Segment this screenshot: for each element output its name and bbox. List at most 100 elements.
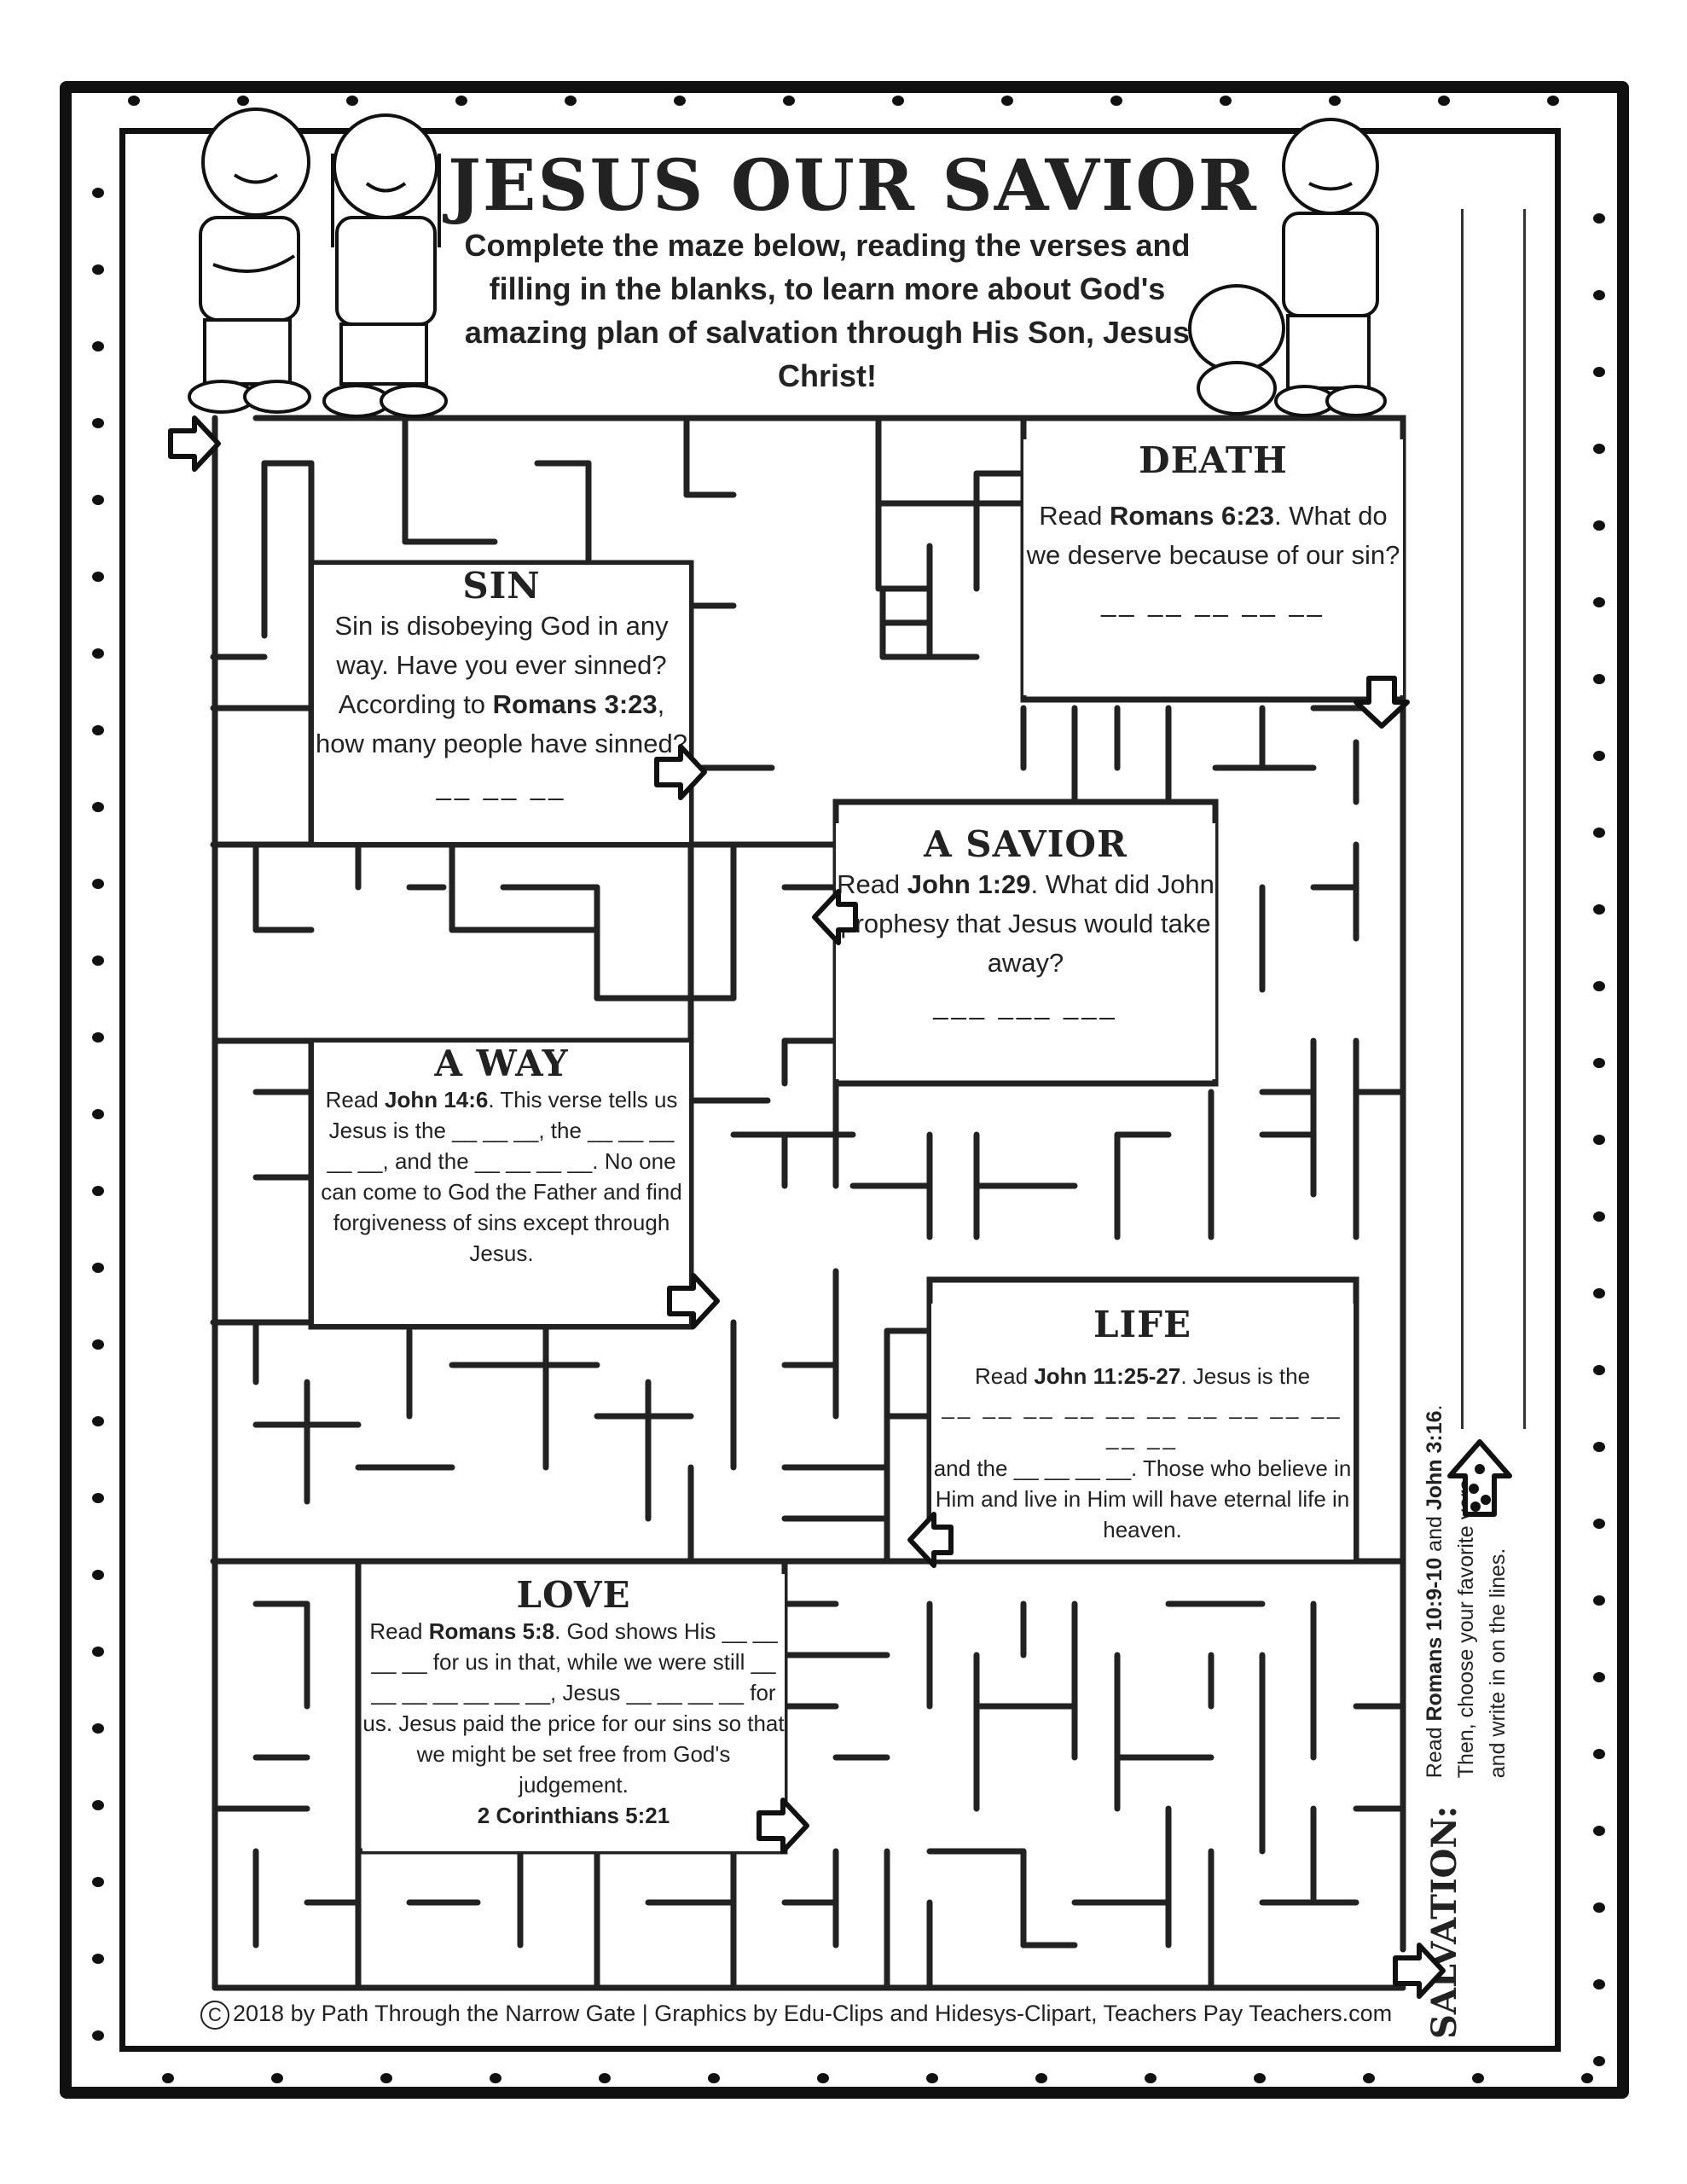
border-dot: [92, 956, 104, 966]
border-dot: [92, 495, 104, 505]
border-dot: [92, 341, 104, 351]
border-dot: [1593, 1442, 1605, 1452]
border-dot: [1593, 751, 1605, 761]
life-blank[interactable]: __ __ __ __ __ __ __ __ __ __ __ __: [942, 1394, 1343, 1450]
salvation-answer-line-2[interactable]: [1523, 209, 1526, 1429]
border-dot: [92, 1877, 104, 1887]
death-text-post: . What do we deserve because of our sin?: [1026, 501, 1400, 570]
border-dot: [674, 96, 686, 106]
footer-text: 2018 by Path Through the Narrow Gate | G…: [233, 2001, 1393, 2027]
savior-box: A SAVIOR Read John 1:29. What did John p…: [836, 823, 1215, 1079]
border-dot: [599, 2073, 611, 2083]
border-dot: [92, 1647, 104, 1657]
border-dot: [1593, 2056, 1605, 2066]
border-dot: [92, 418, 104, 428]
border-dot: [708, 2073, 720, 2083]
border-dot: [926, 2073, 938, 2083]
border-dot: [1593, 213, 1605, 224]
border-dot: [1145, 2073, 1157, 2083]
border-dot: [92, 725, 104, 735]
border-dot: [92, 2030, 104, 2041]
border-dot: [92, 1800, 104, 1810]
border-dot: [783, 96, 795, 106]
border-dot: [1593, 597, 1605, 607]
page-title: JESUS OUR SAVIOR: [448, 145, 1258, 227]
sin-text-post: , how many people have sinned?: [315, 689, 688, 758]
death-ref: Romans 6:23: [1110, 501, 1274, 531]
border-dot: [92, 879, 104, 889]
border-dot: [1593, 290, 1605, 300]
border-dot: [1593, 1595, 1605, 1606]
border-dot: [1593, 1826, 1605, 1836]
border-dot: [1593, 1902, 1605, 1913]
border-dot: [1593, 904, 1605, 915]
border-dot: [1593, 1749, 1605, 1759]
border-dot: [1593, 1672, 1605, 1682]
border-dot: [1593, 367, 1605, 377]
border-dot: [92, 1339, 104, 1350]
salvation-ref2: John 3:16: [1423, 1410, 1446, 1511]
border-dot: [1593, 1979, 1605, 1989]
life-text-pre: Read: [974, 1363, 1035, 1389]
border-dot: [1110, 96, 1122, 106]
salvation-ref1: Romans 10:9-10: [1423, 1557, 1446, 1722]
border-dot: [92, 1416, 104, 1426]
salvation-answer-line-1[interactable]: [1461, 209, 1464, 1429]
border-dot: [1593, 1365, 1605, 1375]
death-box: DEATH Read Romans 6:23. What do we deser…: [1023, 439, 1403, 695]
border-dot: [1001, 96, 1013, 106]
salvation-heading: SALVATION:: [1424, 1805, 1464, 2039]
border-dot: [1593, 1288, 1605, 1298]
love-box: LOVE Read Romans 5:8. God shows His __ _…: [362, 1574, 785, 1851]
border-dot: [1593, 981, 1605, 991]
border-dot: [565, 96, 577, 106]
border-dot: [92, 648, 104, 659]
border-dot: [92, 1032, 104, 1043]
death-heading: DEATH: [1139, 439, 1288, 481]
salvation-pre: Read: [1423, 1721, 1446, 1779]
way-heading: A WAY: [434, 1043, 569, 1084]
border-dot: [1220, 96, 1232, 106]
salvation-mid: and: [1423, 1510, 1446, 1558]
salvation-line3: and write in on the lines.: [1486, 1548, 1510, 1779]
love-text-post: . God shows His __ __ __ __ for us in th…: [362, 1618, 785, 1798]
inner-border: [119, 128, 1561, 2052]
salvation-section: SALVATION: Read Romans 10:9-10 and John …: [1423, 1405, 1514, 2040]
salvation-instructions: Read Romans 10:9-10 and John 3:16. Then,…: [1419, 1405, 1514, 1779]
way-text-post: . This verse tells us Jesus is the __ __…: [321, 1087, 682, 1266]
way-text-pre: Read: [325, 1087, 385, 1112]
death-text-pre: Read: [1039, 501, 1110, 531]
border-dot: [92, 1263, 104, 1273]
border-dot: [92, 572, 104, 582]
savior-blank[interactable]: ___ ___ ___: [933, 990, 1118, 1020]
border-dot: [92, 188, 104, 198]
border-dot: [1593, 444, 1605, 454]
border-dot: [380, 2073, 392, 2083]
life-ref: John 11:25-27: [1034, 1363, 1181, 1389]
border-dot: [92, 1954, 104, 1964]
way-box: A WAY Read John 14:6. This verse tells u…: [314, 1043, 689, 1324]
outer-border: [60, 81, 1629, 2099]
life-box: LIFE Read John 11:25-27. Jesus is the __…: [931, 1304, 1354, 1560]
border-dot: [346, 96, 358, 106]
copyright-icon: C: [200, 2001, 229, 2030]
border-dot: [1547, 96, 1559, 106]
sin-heading: SIN: [462, 565, 541, 607]
sin-blank[interactable]: __ __ __: [436, 771, 567, 801]
border-dot: [1363, 2073, 1375, 2083]
death-blank[interactable]: __ __ __ __ __: [1101, 588, 1325, 618]
border-dot: [1593, 1211, 1605, 1222]
border-dot: [1581, 2073, 1593, 2083]
border-dot: [128, 96, 140, 106]
savior-heading: A SAVIOR: [924, 823, 1128, 865]
border-dot: [1472, 2073, 1484, 2083]
border-dot: [92, 1570, 104, 1580]
border-dot: [92, 264, 104, 275]
border-dot: [92, 1493, 104, 1503]
border-dot: [92, 802, 104, 812]
life-text-post2: and the __ __ __ __. Those who believe i…: [933, 1455, 1352, 1542]
border-dot: [1329, 96, 1341, 106]
love-ref: Romans 5:8: [428, 1618, 555, 1644]
salvation-line2: Then, choose your favorite verse: [1454, 1467, 1478, 1779]
